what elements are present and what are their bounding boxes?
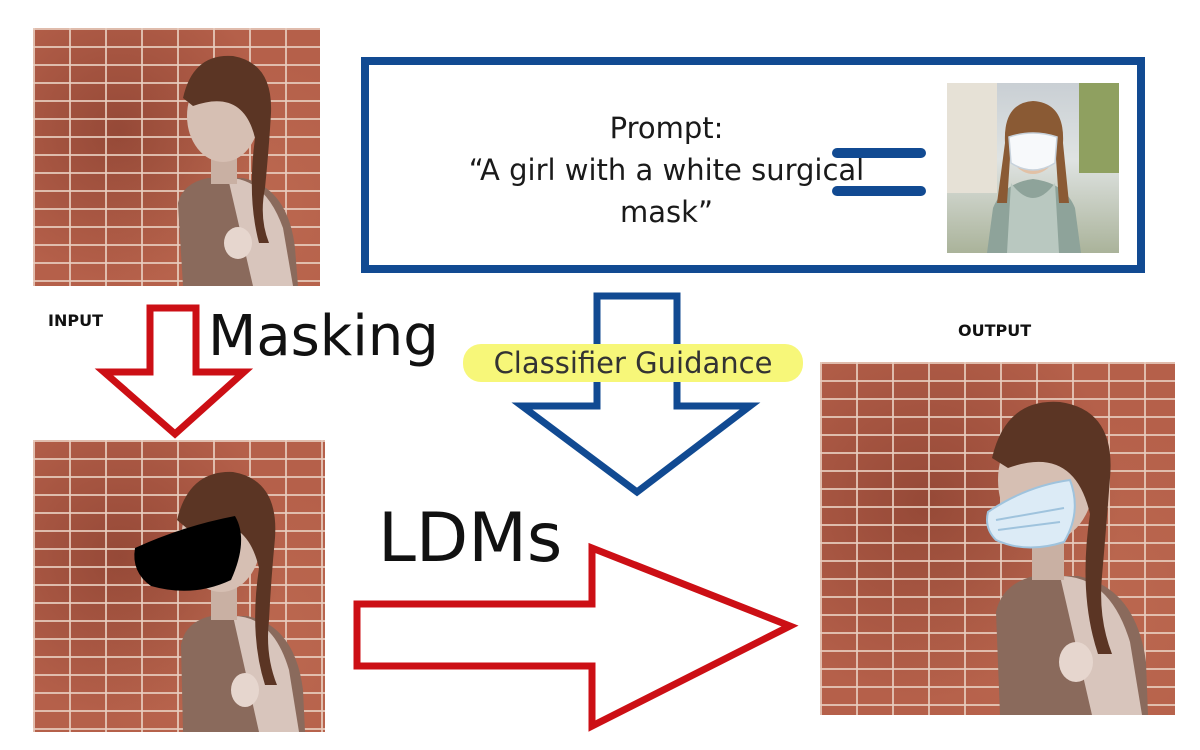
- guidance-arrow: [511, 292, 761, 497]
- portrait-figure: [986, 401, 1148, 715]
- ldms-arrow: [353, 542, 799, 732]
- portrait-figure: [134, 471, 305, 732]
- ldms-label: LDMs: [378, 499, 563, 578]
- masking-arrow: [94, 304, 254, 439]
- output-label: OUTPUT: [958, 321, 1032, 340]
- classifier-guidance-label: Classifier Guidance: [463, 344, 803, 382]
- input-image: [33, 28, 320, 286]
- masking-label: Masking: [208, 304, 439, 369]
- prompt-line-2: mask”: [620, 195, 713, 229]
- input-label: INPUT: [48, 311, 103, 330]
- prompt-line-1: “A girl with a white surgical: [468, 153, 865, 187]
- masked-image: [33, 440, 325, 732]
- portrait-figure: [178, 55, 298, 286]
- mask-region: [134, 516, 242, 591]
- equals-sign: [832, 148, 926, 198]
- reference-photo: [947, 83, 1119, 253]
- prompt-heading: Prompt:: [609, 111, 724, 145]
- reference-figure: [947, 83, 1119, 253]
- output-image: [820, 362, 1175, 715]
- white-mask: [1008, 132, 1058, 171]
- prompt-box: Prompt: “A girl with a white surgical ma…: [361, 57, 1145, 273]
